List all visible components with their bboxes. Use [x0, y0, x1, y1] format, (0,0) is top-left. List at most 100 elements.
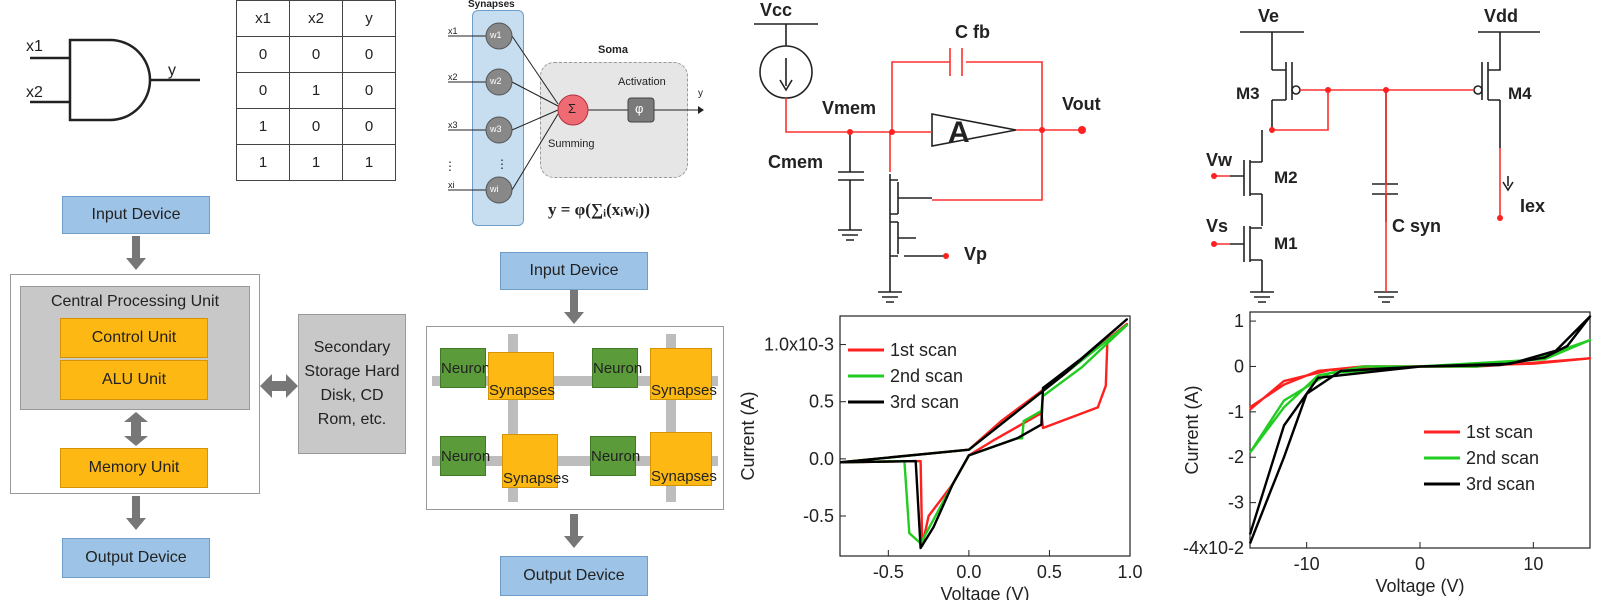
- label-cmem: Cmem: [768, 152, 824, 172]
- input-x1: x1: [448, 26, 458, 36]
- y-tick-label: -4x10-2: [1183, 538, 1244, 558]
- vn-double-arrow-horizontal: [260, 374, 298, 398]
- label-ve: Ve: [1258, 6, 1280, 26]
- phi-symbol: φ: [635, 101, 644, 116]
- neuron-cell: Neuron: [592, 348, 642, 388]
- weight-wi: wi: [490, 184, 499, 194]
- y-tick-label: -3: [1228, 493, 1244, 513]
- circuit-a-schematic: [754, 23, 1086, 303]
- synapses-title: Synapses: [468, 0, 515, 10]
- label-m1: M1: [1274, 234, 1298, 253]
- label-m4: M4: [1508, 84, 1532, 103]
- label-m3: M3: [1236, 84, 1260, 103]
- sigma-symbol: Σ: [568, 101, 577, 116]
- legend-entry: 3rd scan: [890, 392, 959, 412]
- synapse-cell: Synapses: [650, 348, 717, 400]
- svg-text:⋮: ⋮: [444, 159, 456, 173]
- label-vmem: Vmem: [822, 98, 877, 118]
- y-tick-label: -2: [1228, 447, 1244, 467]
- nm-array-frame: [426, 326, 724, 510]
- and-gate-input-2: x2: [26, 84, 43, 101]
- label-m2: M2: [1274, 168, 1298, 187]
- label-cfb: C fb: [955, 22, 990, 42]
- vn-arrow-down-2: [126, 496, 146, 530]
- series-line-1: [1249, 357, 1592, 411]
- label-vp: Vp: [964, 244, 988, 264]
- memory-unit: Memory Unit: [60, 448, 208, 488]
- label-iex: Iex: [1520, 196, 1546, 216]
- secondary-storage: Secondary Storage Hard Disk, CD Rom, etc…: [298, 314, 406, 454]
- cpu-title: Central Processing Unit: [50, 293, 220, 310]
- x-tick-label: 1.0: [1117, 562, 1142, 582]
- x-tick-label: -0.5: [873, 562, 904, 582]
- vn-arrow-down-1: [126, 236, 146, 270]
- plot-frame: [1249, 311, 1591, 549]
- neuron-output-y: y: [698, 88, 703, 99]
- series-line-3: [1248, 315, 1592, 544]
- svg-text:⋮: ⋮: [496, 157, 508, 171]
- y-tick-label: 0: [1234, 356, 1244, 376]
- input-x3: x3: [448, 120, 458, 130]
- summing-label: Summing: [548, 138, 595, 150]
- vn-outer-frame: [10, 274, 260, 494]
- nm-input-device: Input Device: [500, 252, 648, 290]
- legend-entry: 2nd scan: [890, 366, 963, 386]
- weight-w1: w1: [490, 30, 502, 40]
- label-vout: Vout: [1062, 94, 1101, 114]
- y-axis-label: Current (A): [738, 391, 758, 480]
- label-vs: Vs: [1206, 216, 1229, 236]
- plot-frame: [839, 315, 1131, 557]
- synapse-cell: Synapses: [502, 434, 569, 488]
- legend-entry: 1st scan: [890, 340, 957, 360]
- input-x2: x2: [448, 72, 458, 82]
- neuron-cell: Neuron: [590, 436, 640, 476]
- soma-title: Soma: [598, 44, 628, 56]
- input-xi: xi: [448, 180, 455, 190]
- y-tick-label: -1: [1228, 402, 1244, 422]
- control-unit: Control Unit: [60, 318, 208, 358]
- x-tick-label: 0: [1415, 554, 1425, 574]
- label-vcc: Vcc: [760, 0, 793, 20]
- and-gate-output: y: [168, 62, 176, 79]
- x-tick-label: 0.0: [956, 562, 981, 582]
- y-tick-label: 1: [1234, 311, 1244, 331]
- x-tick-label: -10: [1294, 554, 1320, 574]
- x-axis-label: Voltage (V): [940, 584, 1029, 600]
- legend-entry: 2nd scan: [1466, 448, 1539, 468]
- nm-crossbar-lines: [432, 334, 718, 502]
- series-line-2: [1248, 338, 1592, 454]
- legend-entry: 3rd scan: [1466, 474, 1535, 494]
- neuron-equation: y = φ(∑ᵢ(xᵢwᵢ)): [548, 200, 650, 219]
- activation-label: Activation: [618, 76, 666, 88]
- nm-arrow-down-2: [564, 514, 584, 548]
- neuron-cell: Neuron: [440, 436, 490, 476]
- neuron-cell: Neuron: [440, 348, 490, 388]
- series-line-3: [839, 318, 1128, 550]
- y-tick-label: 1.0x10-3: [764, 335, 834, 355]
- y-tick-label: 0.5: [809, 392, 834, 412]
- x-axis-label: Voltage (V): [1375, 576, 1464, 596]
- x-tick-label: 0.5: [1037, 562, 1062, 582]
- and-gate-input-1: x1: [26, 38, 43, 55]
- y-tick-label: -0.5: [803, 506, 834, 526]
- neuron-model-wiring: ⋮ ⋮: [444, 22, 704, 204]
- vn-double-arrow-vertical: [124, 412, 148, 446]
- legend-entry: 1st scan: [1466, 422, 1533, 442]
- y-axis-label: Current (A): [1182, 385, 1202, 474]
- and-gate-symbol: [30, 38, 200, 122]
- synapse-cell: Synapses: [488, 352, 555, 400]
- series-line-2: [839, 323, 1128, 545]
- x-tick-label: 10: [1523, 554, 1543, 574]
- nm-output-device: Output Device: [500, 556, 648, 596]
- label-vw: Vw: [1206, 150, 1233, 170]
- synapse-cell: Synapses: [650, 432, 717, 486]
